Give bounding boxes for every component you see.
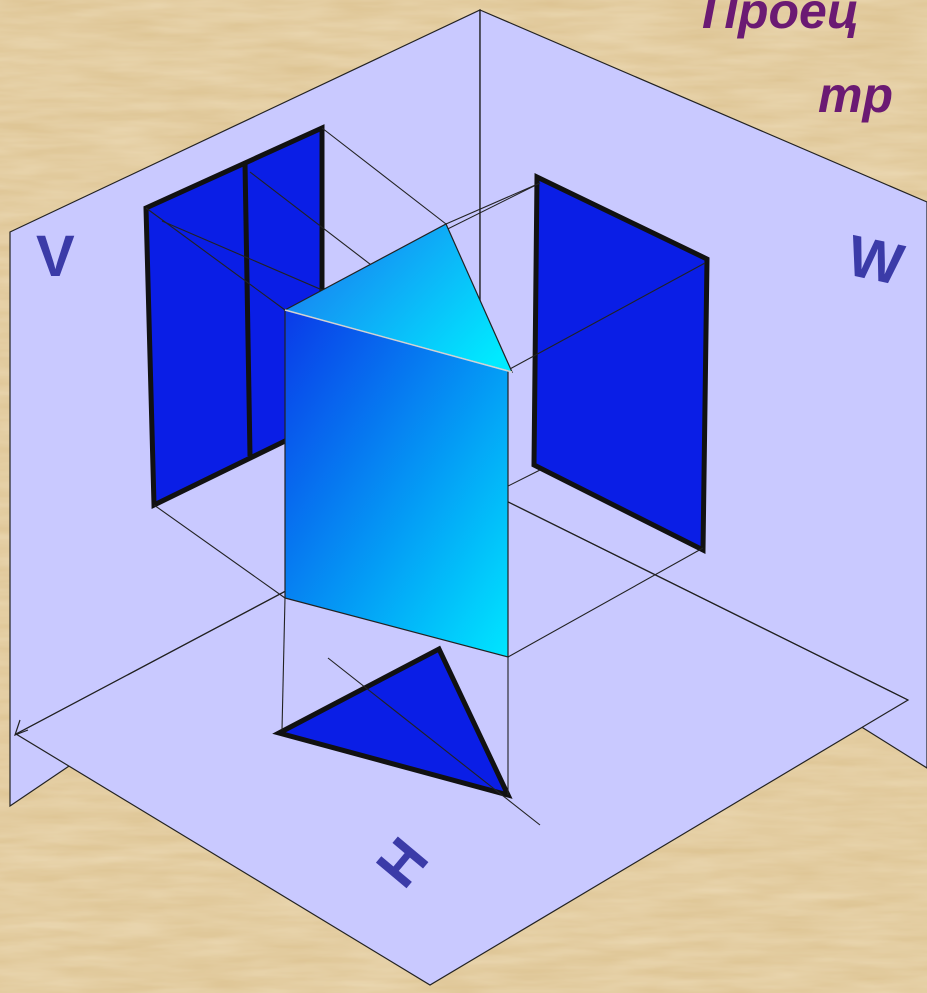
page-title-line-1: Проец (702, 0, 860, 39)
plane-v-label: V (36, 224, 75, 289)
page-title-line-2: тр (818, 67, 893, 123)
axis-arrow (14, 719, 29, 737)
plane-w-label: W (841, 223, 910, 298)
projection-top (272, 645, 513, 799)
projection-front-edge (242, 162, 253, 457)
axis-oy (479, 487, 909, 701)
projection-side (531, 173, 710, 555)
prism-top-edge (284, 309, 513, 373)
